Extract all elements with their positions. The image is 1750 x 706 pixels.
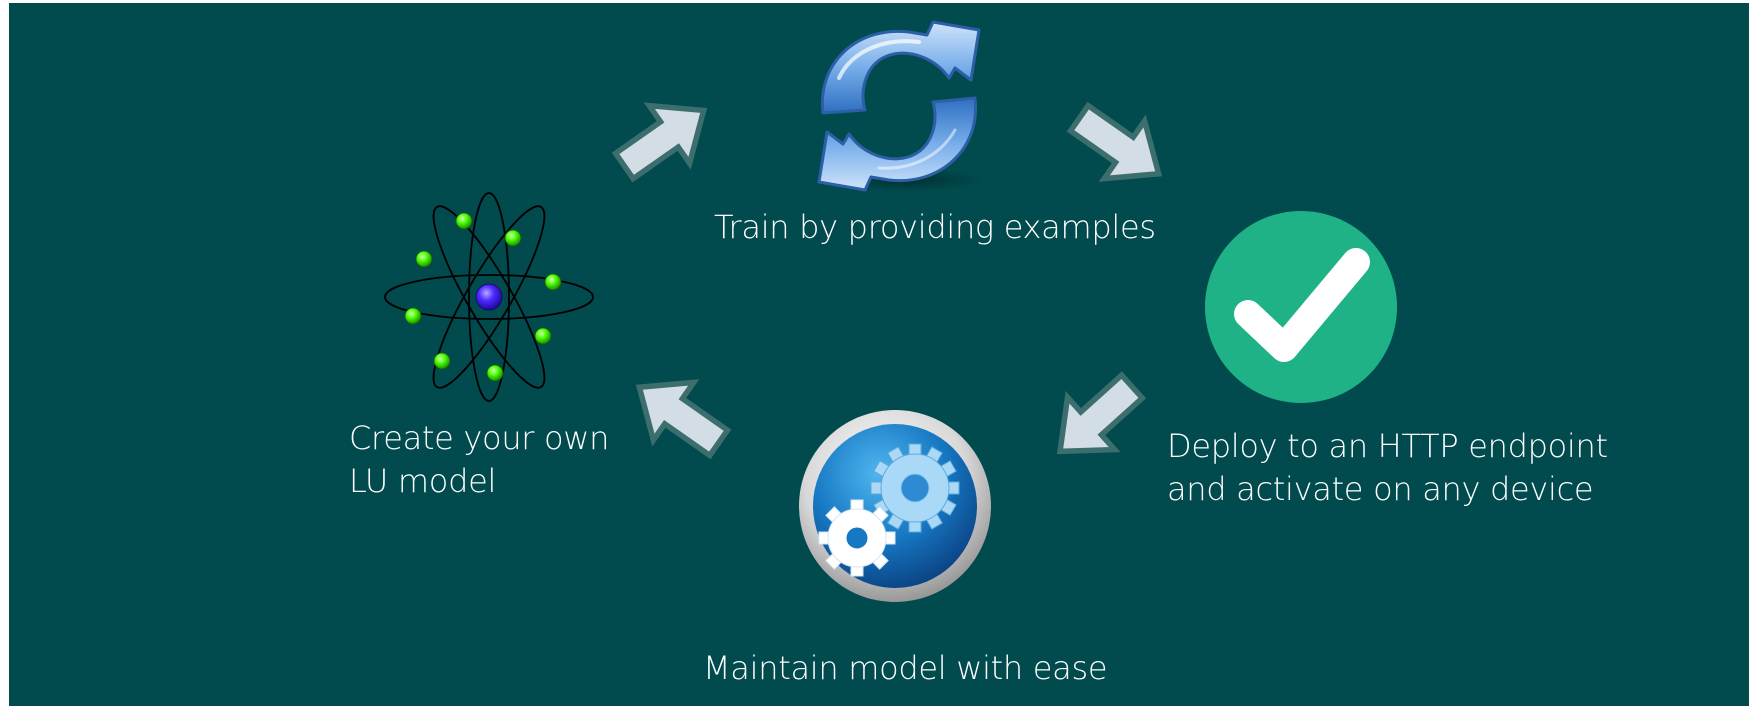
deploy-label-line1: Deploy to an HTTP endpoint bbox=[1167, 427, 1608, 465]
diagram-slide: Create your own LU model bbox=[9, 3, 1749, 706]
large-gear bbox=[870, 443, 960, 533]
maintain-step-label: Maintain model with ease bbox=[703, 649, 1108, 687]
gears-icon bbox=[799, 410, 991, 602]
arrow-to-maintain-icon bbox=[1056, 371, 1147, 455]
create-label-line2: LU model bbox=[349, 462, 497, 500]
nucleus bbox=[475, 283, 503, 311]
create-label-line1: Create your own bbox=[349, 419, 610, 457]
refresh-icon bbox=[817, 20, 987, 192]
arrow-to-create-icon bbox=[635, 379, 732, 460]
electron-dots bbox=[404, 212, 562, 382]
deploy-label-line2: and activate on any device bbox=[1167, 470, 1594, 508]
train-step-label: Train by providing examples bbox=[714, 208, 1156, 246]
checkmark-icon bbox=[1205, 211, 1397, 403]
create-step-label: Create your own LU model bbox=[349, 417, 609, 503]
atom-icon bbox=[384, 192, 594, 402]
arrow-to-deploy-icon bbox=[1066, 101, 1163, 182]
deploy-step-label: Deploy to an HTTP endpoint and activate … bbox=[1167, 425, 1608, 511]
arrow-to-train-icon bbox=[611, 102, 708, 183]
small-gear bbox=[818, 499, 896, 577]
